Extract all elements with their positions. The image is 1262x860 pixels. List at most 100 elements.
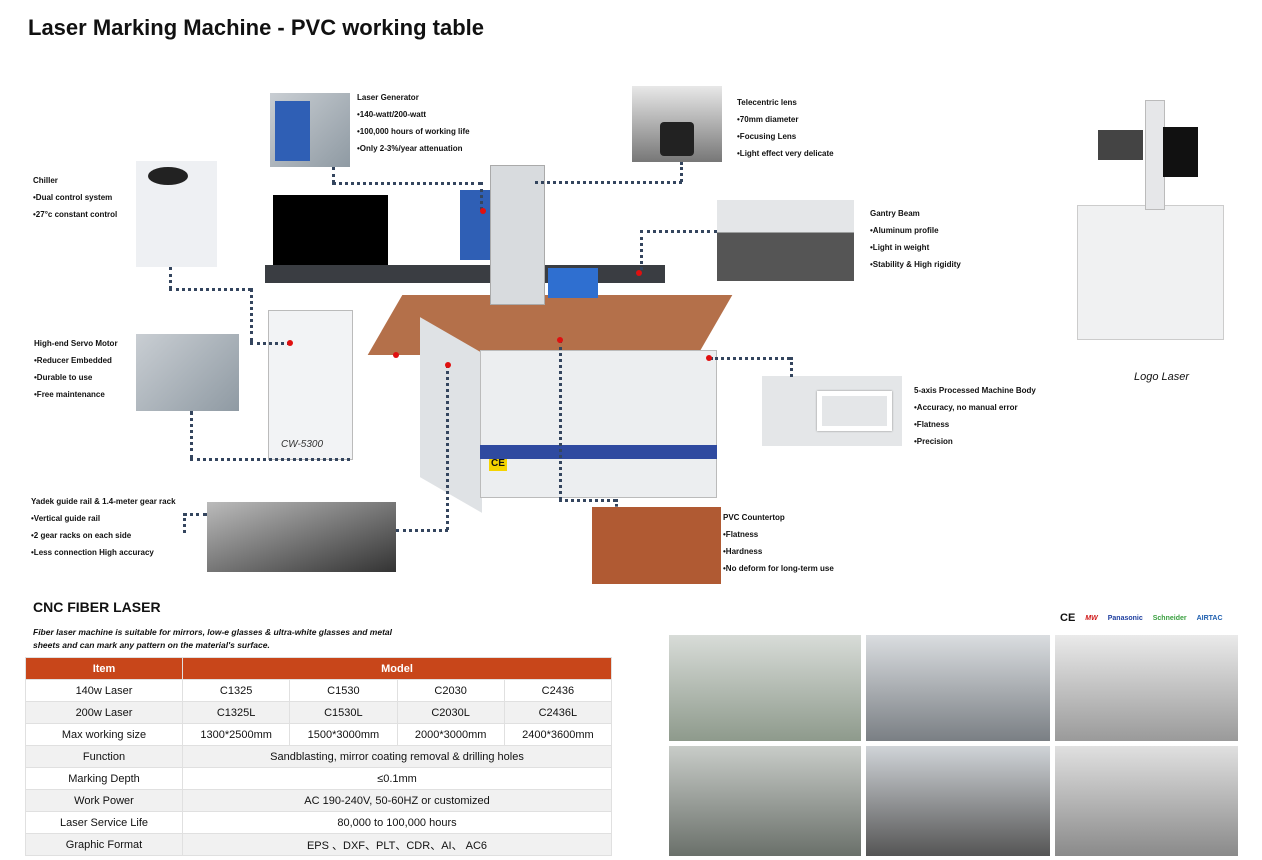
machine-body: CE (480, 350, 717, 498)
callout-title: High-end Servo Motor (34, 339, 118, 348)
row-value: 2400*3600mm (503, 723, 613, 746)
callout-item: •100,000 hours of working life (357, 127, 470, 136)
callout-item: •Flatness (723, 530, 759, 539)
callout-title: 5-axis Processed Machine Body (914, 386, 1036, 395)
row-label: Graphic Format (25, 833, 183, 856)
callout-item: •Aluminum profile (870, 226, 939, 235)
row-value: C2030 (396, 679, 505, 702)
logo-laser-head (1098, 130, 1143, 160)
row-value: AC 190-240V, 50-60HZ or customized (182, 789, 612, 812)
factory-photo (1055, 746, 1238, 856)
page-title: Laser Marking Machine - PVC working tabl… (28, 15, 484, 40)
row-value: C2436 (503, 679, 613, 702)
factory-photo (866, 746, 1050, 856)
row-value: ≤0.1mm (182, 767, 612, 790)
chiller-photo (136, 161, 217, 267)
machine-gantry (265, 265, 665, 283)
callout-gantry-beam: Gantry Beam •Aluminum profile •Light in we… (870, 205, 961, 273)
row-value: C1530L (289, 701, 398, 724)
callout-machine-body: 5-axis Processed Machine Body •Accuracy, … (914, 382, 1036, 450)
callout-item: •No deform for long-term use (723, 564, 834, 573)
callout-item: •Vertical guide rail (31, 514, 101, 523)
callout-title: Telecentric lens (737, 98, 797, 107)
callout-title: Gantry Beam (870, 209, 920, 218)
row-label: 140w Laser (25, 679, 183, 702)
logo-laser-column (1145, 100, 1165, 210)
guide-rail-photo (207, 502, 396, 572)
brand-ce: CE (1060, 612, 1076, 624)
machine-laser-generator (460, 190, 490, 260)
callout-item: •Stability & High rigidity (870, 260, 961, 269)
callout-item: •Accuracy, no manual error (914, 403, 1018, 412)
laser-generator-photo (270, 93, 350, 167)
row-label: Work Power (25, 789, 183, 812)
callout-item: •Focusing Lens (737, 132, 797, 141)
gantry-beam-photo (717, 200, 854, 281)
row-label: Max working size (25, 723, 183, 746)
row-value: C1530 (289, 679, 398, 702)
callout-item: •Reducer Embedded (34, 356, 112, 365)
callout-chiller: Chiller•Dual control system•27°c constan… (33, 172, 117, 223)
row-value: 1300*2500mm (181, 723, 291, 746)
callout-pvc-countertop: PVC Countertop •Flatness •Hardness •No defo… (723, 509, 834, 577)
callout-item: •Only 2-3%/year attenuation (357, 144, 463, 153)
machine-laser-head (490, 165, 545, 305)
section-title: CNC FIBER LASER (33, 599, 161, 615)
callout-item: •Light effect very delicate (737, 149, 834, 158)
callout-servo-motor: High-end Servo Motor •Reducer Embedded •Du… (34, 335, 118, 403)
row-value: C2030L (396, 701, 505, 724)
callout-item: •Hardness (723, 547, 763, 556)
factory-photo (669, 746, 861, 856)
row-label: Function (25, 745, 183, 768)
row-value: 2000*3000mm (396, 723, 505, 746)
callout-item: •Durable to use (34, 373, 93, 382)
callout-telecentric-lens: Telecentric lens •70mm diameter •Focusing … (737, 94, 834, 162)
callout-item: •Less connection High accuracy (31, 548, 154, 557)
ce-label: CE (489, 456, 507, 471)
row-value: C2436L (503, 701, 613, 724)
brand-panasonic: Panasonic (1107, 614, 1143, 622)
servo-motor-photo (136, 334, 239, 411)
machine-chiller: CW-5300 (268, 310, 353, 460)
callout-laser-generator: Laser Generator •140-watt/200-watt •100,00… (357, 89, 470, 157)
callout-title: PVC Countertop (723, 513, 785, 522)
callout-item: •70mm diameter (737, 115, 799, 124)
callout-item: •Free maintenance (34, 390, 105, 399)
callout-title: Yadek guide rail & 1.4-meter gear rack (31, 497, 176, 506)
row-label: Marking Depth (25, 767, 183, 790)
factory-photo (866, 635, 1050, 741)
callout-item: •2 gear racks on each side (31, 531, 132, 540)
row-value: 1500*3000mm (289, 723, 398, 746)
row-value: C1325L (181, 701, 291, 724)
callout-guide-rail: Yadek guide rail & 1.4-meter gear rack •V… (31, 493, 176, 561)
chiller-brand: CW-5300 (281, 439, 324, 450)
machine-blue-stripe (480, 445, 717, 459)
machine-blue-box (548, 268, 598, 298)
factory-photo (1055, 635, 1238, 741)
brand-meanwell: MW (1085, 614, 1098, 622)
machine-monitor (273, 195, 388, 265)
section-description: Fiber laser machine is suitable for mirr… (33, 627, 393, 650)
callout-item: •Light in weight (870, 243, 930, 252)
callout-title: Laser Generator (357, 93, 419, 102)
pvc-countertop-photo (592, 507, 721, 584)
logo-laser-caption: Logo Laser (1134, 371, 1190, 383)
brand-schneider: Schneider (1152, 614, 1187, 622)
callout-title: Chiller (33, 176, 58, 185)
row-value: EPS 、DXF、PLT、CDR、AI、 AC6 (182, 833, 612, 856)
logo-laser-monitor (1163, 127, 1198, 177)
header-item: Item (25, 657, 183, 680)
callout-item: •27°c constant control (33, 210, 118, 219)
factory-photo (669, 635, 861, 741)
callout-item: •140-watt/200-watt (357, 110, 427, 119)
brand-logos: CE MW Panasonic Schneider AIRTAC (1060, 612, 1223, 624)
table-row: Marking Depth≤0.1mm (25, 767, 612, 790)
